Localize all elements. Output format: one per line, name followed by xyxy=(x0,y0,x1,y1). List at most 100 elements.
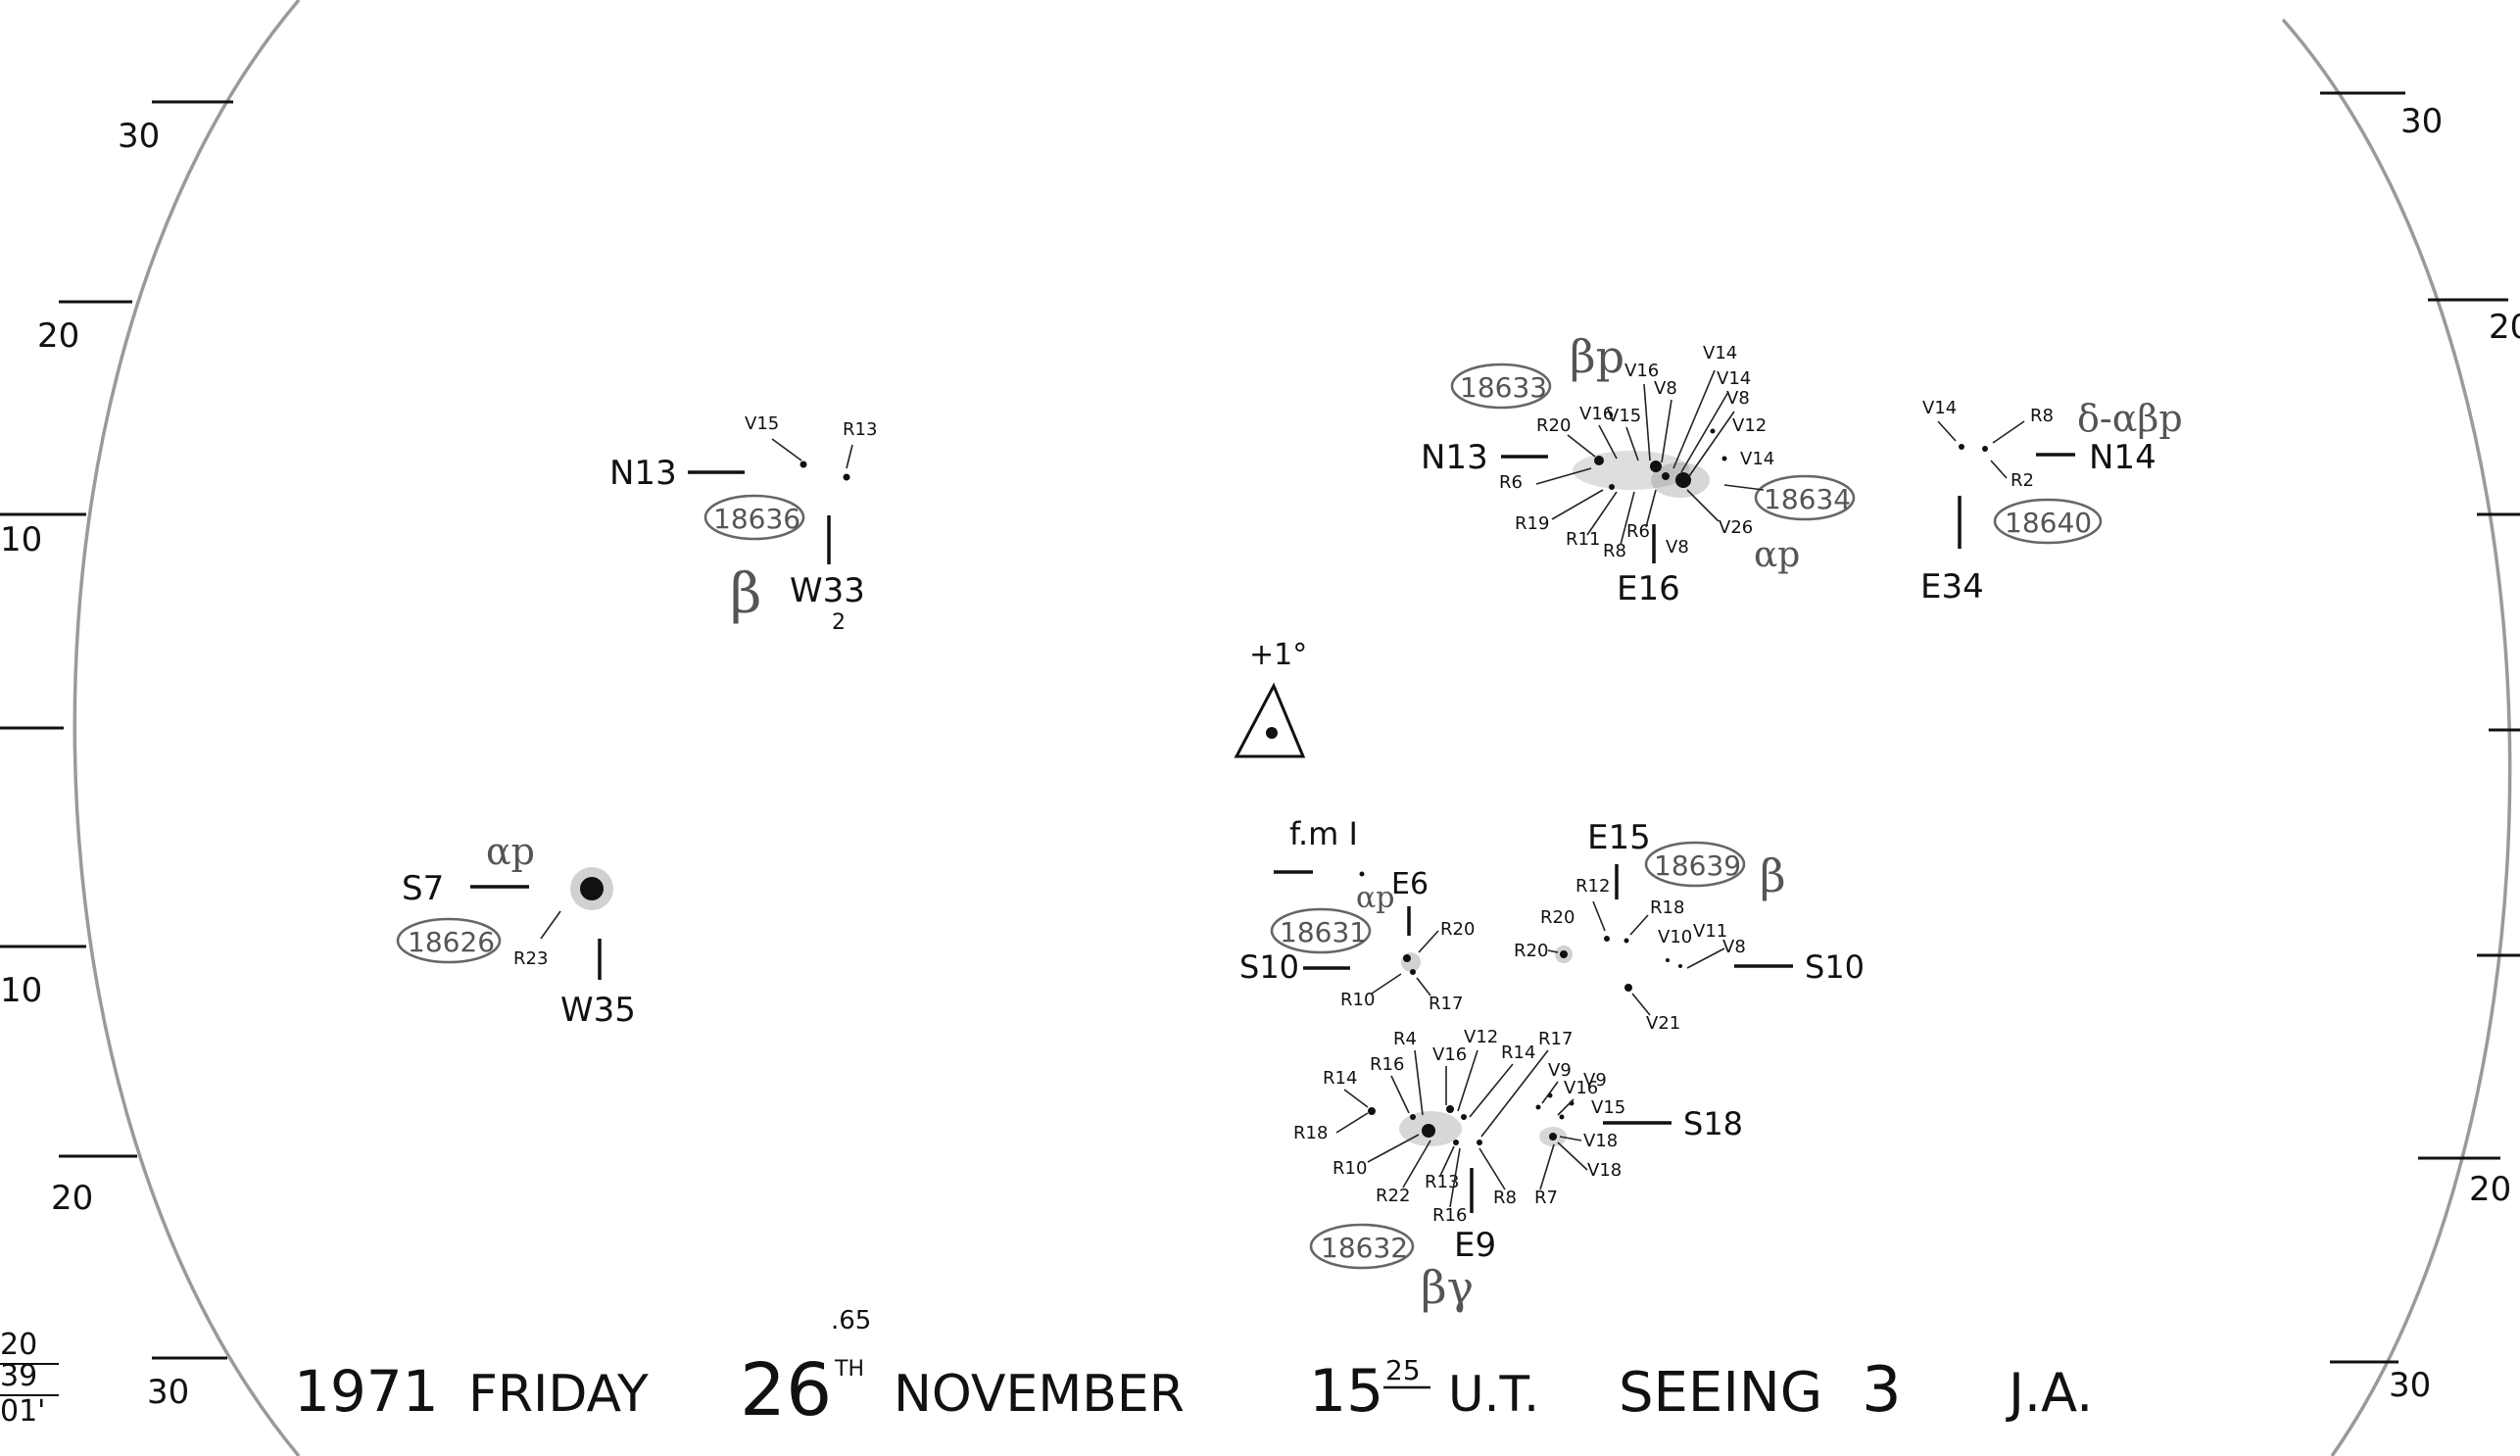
group-ew-label: E15 xyxy=(1587,818,1651,857)
group-ns-label: N14 xyxy=(2089,438,2157,477)
spot-label: R4 xyxy=(1393,1029,1417,1049)
seeing-label: SEEING xyxy=(1619,1361,1822,1425)
group-ew-label: E6 xyxy=(1391,867,1429,901)
spot-label: R13 xyxy=(843,419,877,440)
spot-label: R20 xyxy=(1514,941,1548,961)
spot-label: R8 xyxy=(2030,406,2054,426)
spot-label: R10 xyxy=(1333,1158,1367,1179)
left-scale-label: 10 xyxy=(0,520,42,559)
spot-label: V9 xyxy=(1548,1060,1572,1081)
group-ew-label: E9 xyxy=(1454,1226,1496,1265)
group-class-label: β xyxy=(730,562,761,626)
observation-time-zone: U.T. xyxy=(1448,1366,1539,1423)
group-ew-subscript: 2 xyxy=(832,610,846,635)
group-class-label: δ-αβp xyxy=(2077,397,2183,440)
spot-label: V12 xyxy=(1464,1027,1498,1047)
group-id-label: 18632 xyxy=(1321,1232,1408,1264)
spot-label: V15 xyxy=(1607,406,1641,426)
disk-centre-marker: +1° xyxy=(1234,638,1307,758)
spot-label: V16 xyxy=(1432,1044,1467,1065)
right-scale-label: 30 xyxy=(2389,1366,2431,1405)
spot-label: V18 xyxy=(1583,1131,1618,1151)
group-id-label-2: 18634 xyxy=(1764,483,1851,515)
group-class-label: βγ xyxy=(1421,1261,1474,1314)
left-scale-label: 30 xyxy=(118,117,160,156)
observation-date-superscript: .65 xyxy=(831,1306,871,1335)
group-id-label: 18639 xyxy=(1654,849,1741,882)
spot-label: R17 xyxy=(1429,994,1463,1014)
sunspot-group-18636: N13 18636 W33 2 β V15 R13 xyxy=(609,413,877,635)
margin-fraction-bottom: 01' xyxy=(0,1394,45,1429)
spot-label: R16 xyxy=(1432,1205,1467,1226)
spot-label: R6 xyxy=(1626,521,1650,542)
spot-label: V15 xyxy=(745,413,779,434)
spot-label: V16 xyxy=(1624,361,1659,381)
sunspot-group-18633: N13 18633 18634 βp αp E16 R20 V16 V15 V1… xyxy=(1421,330,1856,608)
spot-label: V9 xyxy=(1583,1070,1607,1091)
group-class-label: β xyxy=(1760,849,1786,902)
spot-label: R20 xyxy=(1440,919,1475,940)
spot-label: V8 xyxy=(1666,537,1689,558)
observation-date: 26 xyxy=(740,1348,832,1432)
observation-date-suffix: TH xyxy=(834,1357,864,1382)
centre-marker-label: +1° xyxy=(1249,638,1307,672)
disk-limb-left xyxy=(73,0,301,1456)
sunspot-group-18632: R14 R16 R4 V16 V12 R14 R17 V9 V16 V9 V15… xyxy=(1293,1027,1743,1314)
spot-label: V8 xyxy=(1726,388,1750,409)
spot-label: R2 xyxy=(2011,470,2034,491)
spot-label: V16 xyxy=(1579,404,1614,424)
spot-label: R23 xyxy=(513,948,548,969)
group-id-label: 18631 xyxy=(1280,916,1367,948)
group-ns-label: S7 xyxy=(402,869,444,908)
right-scale-label: 20 xyxy=(2489,308,2520,347)
spot-label: V26 xyxy=(1719,517,1753,538)
spot-label: V21 xyxy=(1646,1013,1680,1034)
spot-label: R18 xyxy=(1650,898,1684,918)
sunspot-group-18639: E15 18639 β R20 R12 R20 R18 V10 V11 V8 S… xyxy=(1514,818,1865,1034)
sunspot-group-18626: αp S7 18626 R23 W35 xyxy=(396,830,636,1030)
group-ew-label: E34 xyxy=(1920,567,1984,607)
group-id-label: 18640 xyxy=(2005,507,2092,539)
sunspot-group-18640: V14 R8 δ-αβp R2 N14 18640 E34 xyxy=(1920,397,2183,607)
group-class-label: αp xyxy=(1356,881,1394,915)
spot-label: V10 xyxy=(1658,927,1692,947)
right-scale-label: 20 xyxy=(2469,1170,2511,1209)
spot-label: V14 xyxy=(1740,449,1774,469)
spot-label: R20 xyxy=(1540,907,1575,928)
spot-label: R14 xyxy=(1501,1043,1535,1063)
group-ns-label: S10 xyxy=(1805,948,1865,986)
observation-year: 1971 xyxy=(294,1358,439,1425)
seeing-value: 3 xyxy=(1862,1354,1902,1427)
spot-label: R17 xyxy=(1538,1029,1573,1049)
spot-label: V8 xyxy=(1722,937,1746,957)
observation-hour: 15 xyxy=(1309,1357,1383,1426)
spot-label: R10 xyxy=(1340,990,1375,1010)
sunspot-group-18631: f.m I αp E6 18631 S10 R20 R10 R17 xyxy=(1239,815,1475,1014)
spot-label: V8 xyxy=(1654,378,1677,399)
group-note: f.m I xyxy=(1289,815,1358,852)
observer-initials: J.A. xyxy=(2006,1362,2093,1424)
spot-label: V15 xyxy=(1591,1097,1625,1118)
group-class-label: βp xyxy=(1570,330,1624,383)
spot-label: R13 xyxy=(1425,1172,1459,1192)
observation-minute: 25 xyxy=(1385,1354,1421,1386)
group-class-label-2: αp xyxy=(1754,535,1800,575)
spot-label: V18 xyxy=(1587,1160,1622,1181)
group-id-label: 18636 xyxy=(713,503,800,535)
spot-label: R19 xyxy=(1515,513,1549,534)
group-class-label: αp xyxy=(486,830,535,873)
group-ns-label: N13 xyxy=(1421,438,1488,477)
spot-label: R16 xyxy=(1370,1054,1404,1075)
spot-label: R7 xyxy=(1534,1188,1558,1208)
left-scale-label: 20 xyxy=(51,1179,93,1218)
spot-label: R12 xyxy=(1575,876,1610,897)
spot-label: R11 xyxy=(1566,529,1600,550)
spot-label: R14 xyxy=(1323,1068,1357,1089)
observation-day: FRIDAY xyxy=(468,1365,649,1424)
observation-footer: 20 39 01' 1971 FRIDAY .65 26 TH NOVEMBER… xyxy=(0,1306,2093,1432)
spot-label: R22 xyxy=(1376,1186,1410,1206)
spot-label: V12 xyxy=(1732,415,1767,436)
left-scale-label: 30 xyxy=(147,1373,189,1412)
observation-month: NOVEMBER xyxy=(894,1365,1185,1424)
